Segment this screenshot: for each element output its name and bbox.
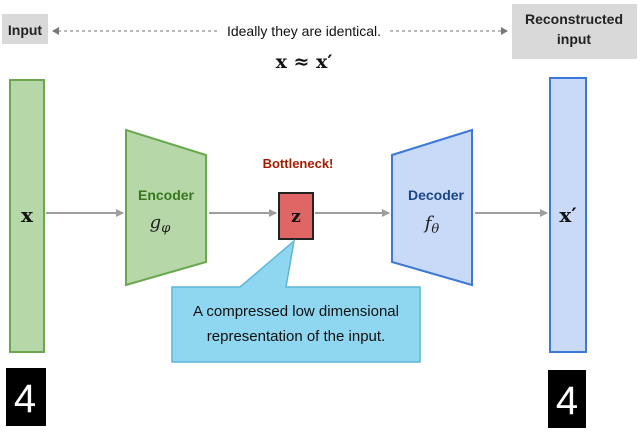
output-digit-image: 4 — [548, 370, 586, 428]
decoder-block: Decoder fθ — [391, 128, 473, 287]
bottleneck-title: Bottleneck! — [263, 156, 334, 171]
output-symbol: x′ — [559, 203, 576, 227]
input-vector: x — [9, 79, 45, 353]
dashed-arrowhead-left — [52, 27, 59, 35]
encoder-function: gφ — [150, 212, 172, 236]
input-symbol: x — [21, 203, 34, 227]
output-vector: x′ — [549, 77, 587, 353]
output-digit: 4 — [556, 379, 578, 423]
identical-note: Ideally they are identical. — [227, 23, 381, 39]
callout-line1: A compressed low dimensional — [193, 303, 399, 320]
encoder-title: Encoder — [138, 187, 195, 203]
latent-symbol: z — [291, 207, 301, 227]
input-label: Input — [8, 22, 43, 38]
reconstructed-label-line2: input — [557, 31, 592, 47]
approx-formula: x ≈ x′ — [276, 51, 333, 73]
input-label-box: Input — [2, 14, 48, 44]
latent-callout: A compressed low dimensional representat… — [171, 239, 421, 363]
reconstructed-label-box: Reconstructed input — [512, 4, 637, 59]
input-digit: 4 — [14, 377, 36, 421]
reconstructed-label-line1: Reconstructed — [525, 11, 623, 27]
encoder-block: Encoder gφ — [125, 128, 207, 287]
bottleneck-block: Bottleneck! z — [263, 156, 334, 240]
decoder-title: Decoder — [408, 187, 465, 203]
top-dashed-arrows: Ideally they are identical. x ≈ x′ — [52, 23, 508, 73]
input-digit-image: 4 — [6, 368, 46, 426]
dashed-arrowhead-right — [501, 27, 508, 35]
callout-line2: representation of the input. — [207, 328, 385, 345]
